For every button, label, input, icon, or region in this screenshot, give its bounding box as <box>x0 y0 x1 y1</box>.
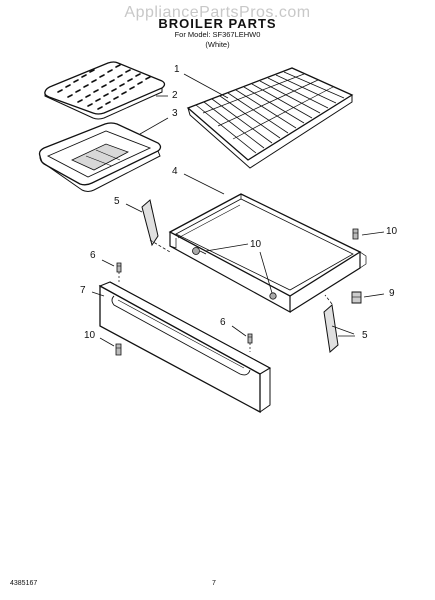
fastener-drawer-right <box>270 293 276 299</box>
page-title: BROILER PARTS <box>158 16 277 31</box>
callout-4: 4 <box>172 166 178 177</box>
callout-5-right: 5 <box>362 330 368 341</box>
callout-9: 9 <box>389 288 395 299</box>
drawer-clip <box>352 292 361 303</box>
callout-7: 7 <box>80 285 86 296</box>
callout-5-left: 5 <box>114 196 120 207</box>
color-line: (White) <box>205 40 230 49</box>
broiler-pan <box>40 123 161 192</box>
callout-3: 3 <box>172 108 178 119</box>
callout-10-top-right: 10 <box>386 226 398 237</box>
screw-bottom-left <box>116 344 121 355</box>
drawer-front-panel <box>100 282 270 412</box>
screw-left <box>117 263 121 282</box>
document-number: 4385167 <box>10 580 38 587</box>
callout-6-left: 6 <box>90 250 96 261</box>
callout-2: 2 <box>172 90 178 101</box>
screw-top-right <box>353 229 358 239</box>
fastener-drawer-left <box>193 248 207 255</box>
broiler-drawer <box>170 194 366 312</box>
drawer-slide-left <box>142 200 170 252</box>
callout-6-right: 6 <box>220 317 226 328</box>
drawer-slide-right <box>324 295 354 352</box>
model-line: For Model: SF367LEHW0 <box>174 30 261 39</box>
callout-1: 1 <box>174 64 180 75</box>
broiler-pan-grid <box>45 62 165 119</box>
leader-lines <box>92 74 384 346</box>
page-number: 7 <box>212 580 216 587</box>
callout-10-middle: 10 <box>250 239 262 250</box>
oven-rack <box>188 68 352 168</box>
screw-right <box>248 334 252 352</box>
callout-10-bottom-left: 10 <box>84 330 96 341</box>
watermark: AppliancePartsPros.com <box>124 4 311 21</box>
